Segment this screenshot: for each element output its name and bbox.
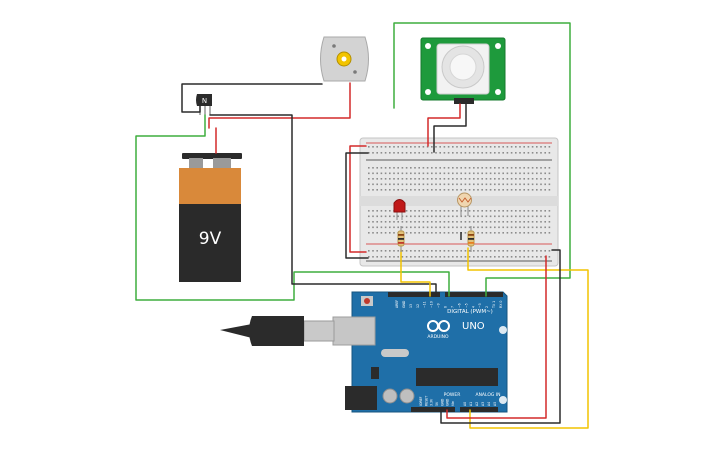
wire-pir-signal[interactable] [393,22,571,297]
breadboard-holes [368,146,551,258]
wire-arduino-5v[interactable] [446,255,547,419]
wire-ldr-to-analog[interactable] [467,247,589,429]
power-header [411,407,455,412]
wire-motor-to-transistor[interactable] [181,83,323,113]
digital-header-1 [388,292,440,297]
mount-hole-icon [495,89,501,95]
pin-label: A5 [493,402,497,406]
pin-label: A3 [481,402,485,406]
pin-label: ~11 [423,301,427,308]
mount-hole-icon [425,43,431,49]
pin-label: 4 [471,306,475,308]
usb-strain-relief [220,324,252,338]
wire-motor-to-battery-positive[interactable] [208,82,351,154]
battery-body [179,204,241,282]
analog-pins-label: ANALOG IN [475,392,500,398]
infinity-logo-icon [438,320,450,332]
pin-label: RESET [424,396,428,406]
power-jack[interactable] [345,386,377,410]
pin-label: A0 [463,402,467,406]
photoresistor[interactable] [457,192,472,216]
battery-9v[interactable]: 9V [179,153,242,282]
pin-label: GND [440,398,444,406]
pin-label: 3.3V [430,398,434,406]
battery-terminal-negative [189,158,203,168]
digital-header-2 [445,292,503,297]
battery-top-band [179,168,241,204]
capacitor-icon [382,388,398,404]
power-pins-label: POWER [444,392,461,398]
pin-label: ~10 [430,301,434,308]
pir-sensor[interactable] [420,37,506,104]
usb-cable[interactable] [220,316,335,346]
mount-hole-icon [499,326,507,334]
pin-label: Vin [451,401,455,406]
dc-motor[interactable] [320,36,369,82]
led-red[interactable] [393,199,406,221]
capacitor-icon [399,388,415,404]
battery-cap [182,153,242,159]
battery-voltage-label: 9V [199,229,222,249]
wire-led-to-pin[interactable] [400,249,431,297]
usb-plug-body [249,316,304,346]
pin-label: TX 1 [492,301,496,309]
arduino-uno[interactable]: DIGITAL (PWM~) UNO ARDUINO POWER ANALOG … [332,291,508,413]
pin-label: A2 [475,402,479,406]
pir-header [454,98,474,104]
pin-label: 5V [435,401,439,406]
wire-pir-ground[interactable] [433,103,467,153]
atmega-chip [416,368,498,386]
reset-button-cap [364,298,370,304]
pin-label: 8 [444,306,448,308]
pin-label: GND [446,398,450,406]
pir-dome-center [449,53,477,81]
usb-b-port[interactable] [332,316,376,346]
battery-terminal-positive [213,158,231,168]
wire-transistor-emitter-to-gnd[interactable] [209,114,437,297]
pin-label: 13 [409,304,413,308]
motor-shaft [341,56,347,62]
resistor-led[interactable] [397,226,405,252]
motor-screw-icon [332,44,336,48]
wire-pir-power[interactable] [427,103,461,147]
brand-label: ARDUINO [427,334,449,340]
crystal-oscillator [381,349,409,357]
wire-transistor-base-to-pin[interactable] [135,114,450,301]
pin-label: ~5 [464,303,468,308]
resistor-ldr[interactable] [467,226,475,252]
mount-hole-icon [499,396,507,404]
transistor-type-label: N [202,97,207,105]
analog-header [460,407,498,412]
pin-label: A4 [487,402,491,406]
pin-label: AREF [395,300,399,308]
pin-label: RX 0 [499,301,503,308]
pin-label: 7 [450,306,454,308]
pin-label: IOREF [419,396,423,406]
motor-screw-icon [353,70,357,74]
pin-label: 12 [416,304,420,308]
model-label: UNO [462,321,485,332]
digital-pins-label: DIGITAL (PWM~) [447,309,493,315]
mount-hole-icon [495,43,501,49]
pin-label: GND [402,300,406,308]
arduino-logo [427,320,450,332]
wires [135,22,589,429]
mount-hole-icon [425,89,431,95]
wire-arduino-gnd[interactable] [440,249,561,424]
pin-label: ~9 [437,303,441,308]
pin-label: ~6 [457,303,461,308]
pin-label: ~3 [478,303,482,308]
wire-breadboard-rail-ground[interactable] [345,152,369,259]
voltage-regulator [371,367,379,379]
pin-label: A1 [469,402,473,406]
pin-label: 2 [485,306,489,308]
usb-plug-metal [303,320,335,342]
wire-breadboard-rail-power[interactable] [349,145,367,253]
